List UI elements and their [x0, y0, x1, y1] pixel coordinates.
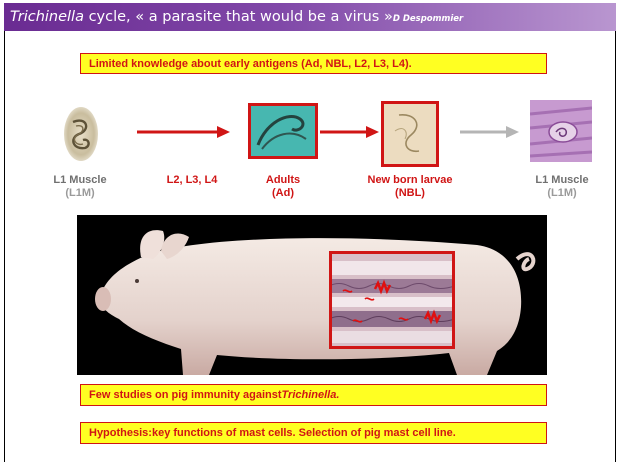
- label-nbl-line1: New born larvae: [360, 174, 460, 187]
- label-nbl-line2: (NBL): [360, 187, 460, 200]
- l1-muscle-tissue-image: [530, 100, 592, 162]
- title-main: cycle, « a parasite that would be a viru…: [84, 9, 393, 25]
- arrow-adults-to-nbl: [320, 124, 380, 140]
- pig-photo: [77, 215, 547, 375]
- note-hypothesis-text: Hypothesis:key functions of mast cells. …: [89, 427, 456, 439]
- slide-title: Trichinella cycle, « a parasite that wou…: [4, 9, 463, 25]
- label-l1m-end-line2: (L1M): [520, 187, 604, 200]
- title-italic: Trichinella: [10, 9, 84, 25]
- note-pig-studies-italic: Trichinella.: [282, 389, 340, 401]
- label-adults: Adults (Ad): [250, 174, 316, 200]
- left-border-line: [4, 31, 5, 462]
- right-border-line: [615, 31, 616, 462]
- nbl-larva-image: [381, 101, 439, 167]
- title-bar: Trichinella cycle, « a parasite that wou…: [4, 3, 616, 31]
- label-adults-line2: (Ad): [250, 187, 316, 200]
- note-hypothesis: Hypothesis:key functions of mast cells. …: [80, 422, 547, 444]
- arrow-l1-to-adults: [137, 124, 231, 140]
- label-l1m-end: L1 Muscle (L1M): [520, 174, 604, 200]
- label-l1m-end-line1: L1 Muscle: [520, 174, 604, 187]
- muscle-section-inset: [329, 251, 455, 349]
- note-pig-studies: Few studies on pig immunity against Tric…: [80, 384, 547, 406]
- adults-worm-image: [248, 103, 318, 159]
- pig-illustration: [77, 215, 547, 375]
- note-pig-studies-prefix: Few studies on pig immunity against: [89, 389, 282, 401]
- label-nbl: New born larvae (NBL): [360, 174, 460, 200]
- note-early-antigens-text: Limited knowledge about early antigens (…: [89, 58, 412, 70]
- note-early-antigens: Limited knowledge about early antigens (…: [80, 53, 547, 74]
- arrow-nbl-to-l1m: [460, 124, 520, 140]
- label-adults-line1: Adults: [250, 174, 316, 187]
- title-author: D Despommier: [393, 14, 463, 24]
- label-l1m-start: L1 Muscle (L1M): [40, 174, 120, 200]
- label-l1m-start-line2: (L1M): [40, 187, 120, 200]
- l1-muscle-larva-image: [61, 104, 101, 164]
- label-intermediate: L2, L3, L4: [152, 174, 232, 187]
- label-l1m-start-line1: L1 Muscle: [40, 174, 120, 187]
